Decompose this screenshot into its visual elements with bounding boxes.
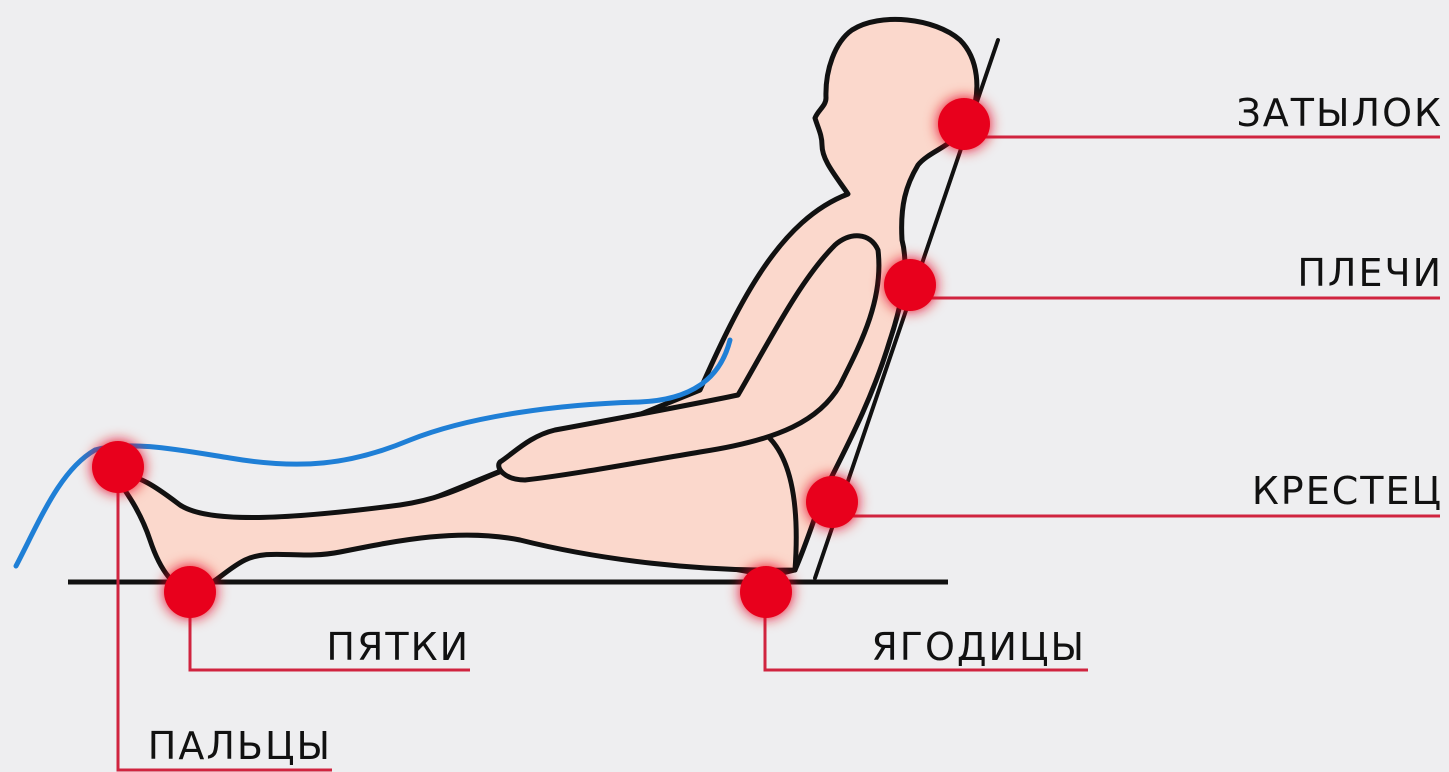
marker-shoulders [884,259,936,311]
label-toes: ПАЛЬЦЫ [148,724,332,768]
label-buttocks: ЯГОДИЦЫ [871,625,1086,669]
marker-occiput [938,98,990,150]
label-occiput: ЗАТЫЛОК [1236,91,1443,135]
label-sacrum: КРЕСТЕЦ [1252,469,1443,513]
marker-toes [92,441,144,493]
label-shoulders: ПЛЕЧИ [1297,251,1443,295]
marker-sacrum [806,476,858,528]
marker-heels [164,566,216,618]
label-heels: ПЯТКИ [326,625,470,669]
marker-buttocks [740,566,792,618]
